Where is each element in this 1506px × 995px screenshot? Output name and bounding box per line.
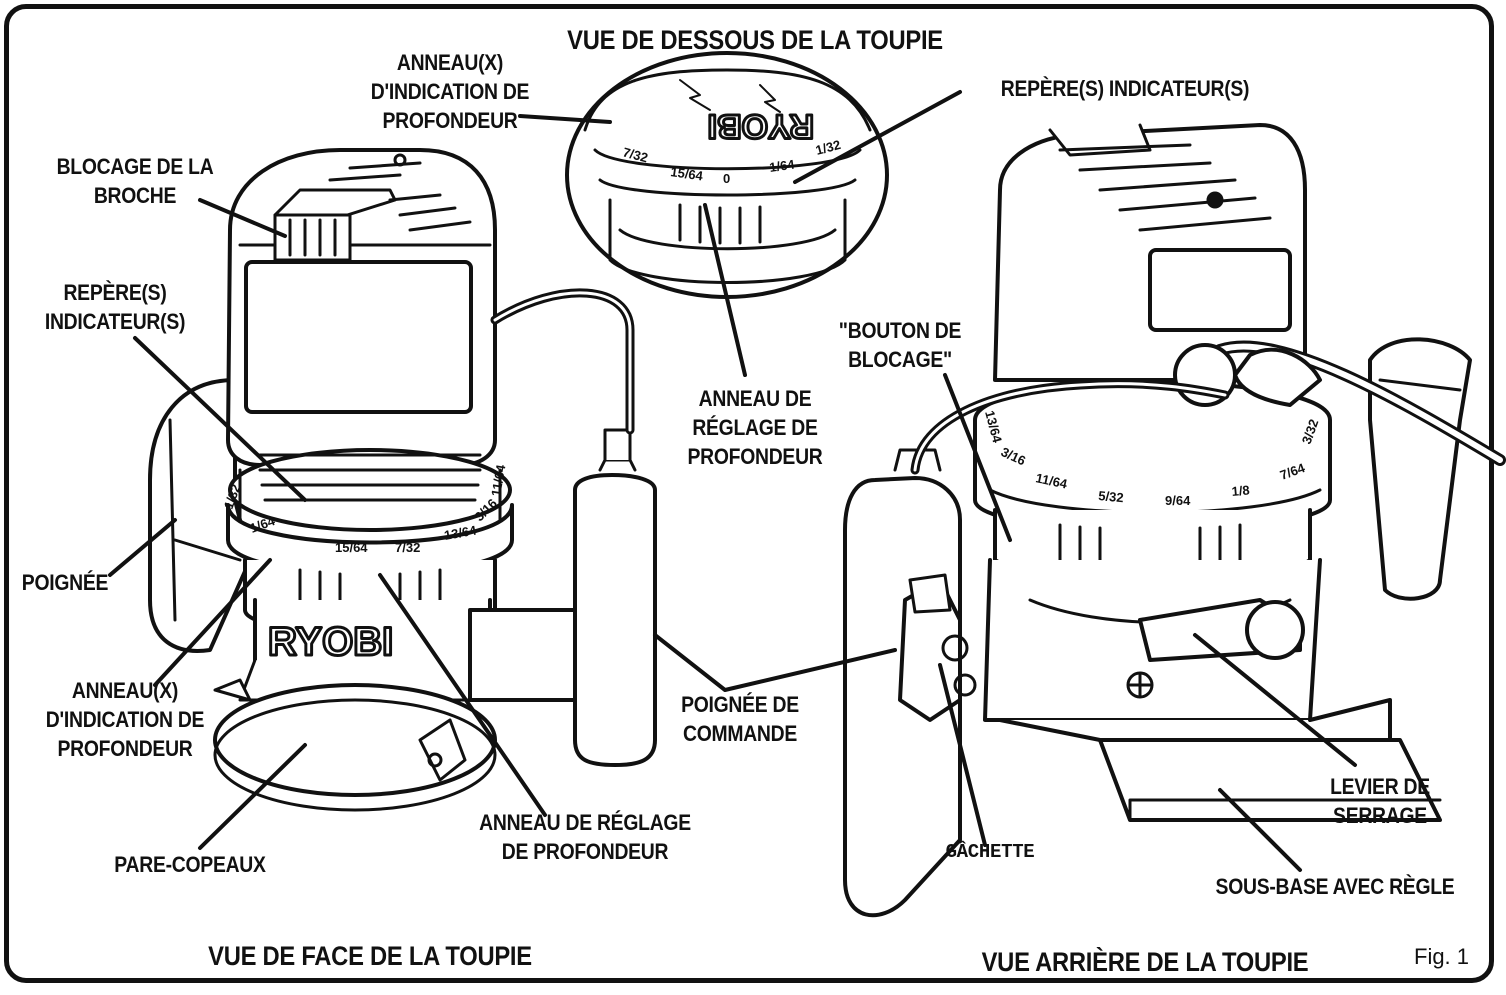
bottom-scale-mark: 15/64	[670, 164, 705, 183]
front-view-title: VUE DE FACE DE LA TOUPIE	[208, 941, 532, 971]
bottom-scale-mark: 1/64	[768, 156, 796, 174]
label-control-handle: POIGNÉE DE COMMANDE	[681, 692, 799, 746]
rear-scale-mark: 11/64	[1034, 470, 1069, 491]
front-router-drawing: RYOBI	[148, 148, 657, 812]
label-depth-rings-top: ANNEAU(X) D'INDICATION DE PROFONDEUR	[370, 50, 530, 133]
front-scale-mark: 15/64	[335, 540, 368, 555]
rear-view-title: VUE ARRIÈRE DE LA TOUPIE	[981, 947, 1309, 977]
rear-scale-mark: 1/8	[1231, 482, 1250, 499]
label-clamp-lever: LEVIER DE SERRAGE	[1330, 774, 1430, 828]
label-sub-base: SOUS-BASE AVEC RÈGLE	[1215, 874, 1455, 899]
bottom-scale-mark: 7/32	[621, 144, 649, 165]
figure-frame	[4, 4, 1494, 983]
rear-scale-mark: 9/64	[1165, 493, 1191, 508]
label-lock-button: "BOUTON DE BLOCAGE"	[838, 318, 962, 372]
rear-router-drawing	[843, 123, 1506, 918]
label-spindle-lock: BLOCAGE DE LA BROCHE	[56, 154, 214, 208]
front-window-panel	[244, 260, 473, 414]
bottom-view-drawing: RYOBI	[565, 51, 889, 299]
label-depth-rings-left: ANNEAU(X) D'INDICATION DE PROFONDEUR	[45, 678, 205, 761]
label-depth-adjust-ring-center: ANNEAU DE RÉGLAGE DE PROFONDEUR	[687, 386, 823, 469]
front-brand-text: RYOBI	[268, 620, 393, 664]
bottom-view-title: VUE DE DESSOUS DE LA TOUPIE	[567, 25, 943, 55]
front-scale-mark: 11/64	[488, 463, 508, 498]
bottom-scale-mark: 1/32	[814, 137, 842, 158]
label-trigger: GÂCHETTE	[945, 841, 1035, 863]
front-scale-mark: 13/64	[443, 522, 478, 543]
bottom-scale-mark: 0	[723, 171, 730, 186]
label-indicator-marks-left: REPÈRE(S) INDICATEUR(S)	[44, 280, 186, 334]
label-depth-adjust-ring-bottom: ANNEAU DE RÉGLAGE DE PROFONDEUR	[479, 810, 691, 864]
front-scale-mark: 7/32	[395, 540, 420, 555]
rear-window-panel	[1148, 248, 1292, 332]
rear-scale-mark: 5/32	[1098, 488, 1125, 505]
bottom-brand-text: RYOBI	[708, 107, 814, 145]
figure-number: Fig. 1	[1414, 944, 1470, 969]
label-chip-shield: PARE-COPEAUX	[114, 852, 266, 877]
leader-lines	[108, 90, 1357, 872]
label-handle: POIGNÉE	[21, 570, 109, 595]
label-indicator-marks-top: REPÈRE(S) INDICATEUR(S)	[1000, 76, 1250, 101]
